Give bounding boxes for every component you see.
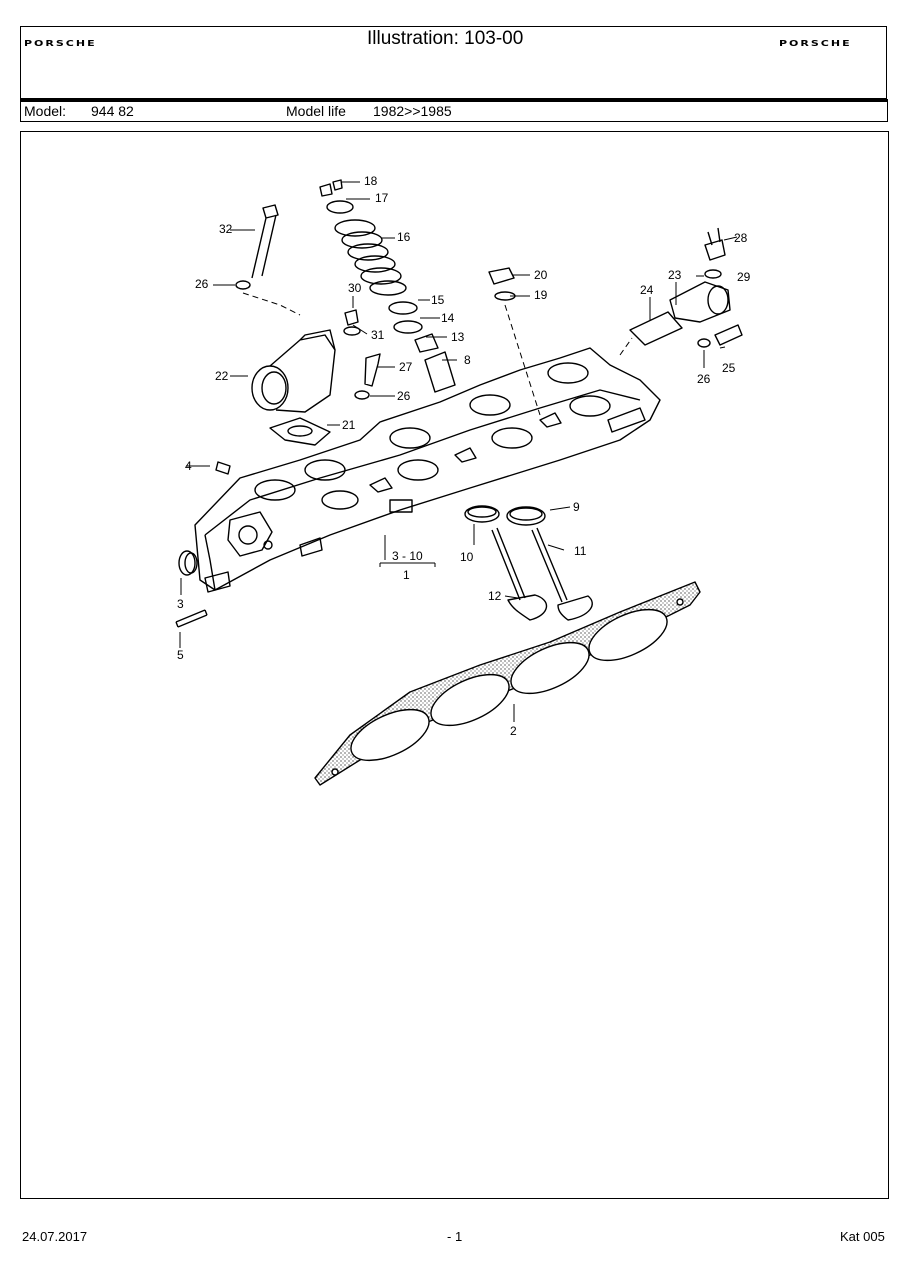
model-label: Model: bbox=[24, 103, 67, 119]
illustration-frame bbox=[20, 131, 889, 1199]
cylinder-head bbox=[194, 347, 661, 593]
callout-16: 16 bbox=[397, 230, 411, 244]
callout-31: 31 bbox=[371, 328, 385, 342]
callout-27: 27 bbox=[399, 360, 413, 374]
bolt-25 bbox=[714, 324, 743, 346]
nut bbox=[488, 267, 515, 285]
callout-20: 20 bbox=[534, 268, 548, 282]
washer-26c bbox=[697, 338, 711, 348]
callout-2: 2 bbox=[510, 724, 517, 738]
callout-19: 19 bbox=[534, 288, 548, 302]
callout-11: 11 bbox=[574, 544, 587, 558]
callout-23: 23 bbox=[668, 268, 682, 282]
callout-13: 13 bbox=[451, 330, 465, 344]
temperature-sender bbox=[704, 227, 726, 261]
callout-29: 29 bbox=[737, 270, 751, 284]
model-life-value: 1982>>1985 bbox=[373, 103, 452, 119]
page-title: Illustration: 103-00 bbox=[367, 28, 524, 49]
washer-31 bbox=[343, 326, 361, 336]
washer-29 bbox=[704, 269, 722, 279]
callout-28: 28 bbox=[734, 231, 748, 245]
callout-18: 18 bbox=[364, 174, 378, 188]
callout-4: 4 bbox=[185, 459, 192, 473]
callout-25: 25 bbox=[722, 361, 736, 375]
model-row bbox=[20, 101, 888, 122]
footer-date: 24.07.2017 bbox=[22, 1229, 88, 1244]
callout-21: 21 bbox=[342, 418, 356, 432]
callout-26a: 26 bbox=[195, 277, 209, 291]
footer-page-number: - 1 bbox=[447, 1229, 463, 1244]
intake-valve bbox=[531, 527, 593, 621]
valve-keys bbox=[319, 179, 343, 197]
callout-14: 14 bbox=[441, 311, 455, 325]
spring-retainer bbox=[326, 200, 354, 214]
header-divider bbox=[20, 99, 888, 102]
callout-17: 17 bbox=[375, 191, 389, 205]
spring-seat-14 bbox=[393, 320, 423, 334]
housing-gasket bbox=[629, 311, 683, 346]
callout-8: 8 bbox=[464, 353, 471, 367]
callout-24: 24 bbox=[640, 283, 654, 297]
valve-guide bbox=[424, 351, 456, 393]
callout-5: 5 bbox=[177, 648, 184, 662]
callout-3: 3 bbox=[177, 597, 184, 611]
callout-10: 10 bbox=[460, 550, 474, 564]
dowel-pin bbox=[215, 461, 231, 475]
seal-ring bbox=[178, 550, 196, 576]
callout-15: 15 bbox=[431, 293, 445, 307]
exhaust-valve bbox=[491, 527, 548, 621]
callout-3-10: 3 - 10 bbox=[392, 549, 423, 563]
bolt-27 bbox=[364, 353, 381, 387]
callout-26c: 26 bbox=[697, 372, 711, 386]
callout-30: 30 bbox=[348, 281, 362, 295]
header-box bbox=[20, 26, 887, 99]
callout-32: 32 bbox=[219, 222, 233, 236]
model-life-label: Model life bbox=[286, 103, 346, 119]
footer-catalog: Kat 005 bbox=[840, 1229, 885, 1244]
callout-9: 9 bbox=[573, 500, 580, 514]
washer-26a bbox=[235, 280, 251, 290]
spring-washer-15 bbox=[388, 301, 418, 315]
valve-seat-ring-9 bbox=[506, 506, 546, 526]
head-gasket bbox=[314, 581, 701, 786]
model-value: 944 82 bbox=[91, 103, 134, 119]
valve-seat-ring-10 bbox=[464, 505, 500, 523]
brand-logo-left: PORSCHE bbox=[24, 38, 97, 49]
valve-spring bbox=[334, 219, 407, 296]
outlet-gasket bbox=[269, 417, 331, 446]
callout-12: 12 bbox=[488, 589, 502, 603]
valve-stem-seal bbox=[414, 333, 439, 353]
thermostat-housing bbox=[669, 281, 731, 323]
brand-logo-right: PORSCHE bbox=[779, 38, 852, 49]
washer-26b bbox=[354, 390, 370, 400]
stud bbox=[175, 609, 208, 628]
screw-30 bbox=[344, 309, 359, 326]
callout-22: 22 bbox=[215, 369, 229, 383]
callout-26b: 26 bbox=[397, 389, 411, 403]
water-outlet bbox=[251, 329, 336, 413]
callout-1: 1 bbox=[403, 568, 410, 582]
long-bolt bbox=[251, 204, 279, 279]
